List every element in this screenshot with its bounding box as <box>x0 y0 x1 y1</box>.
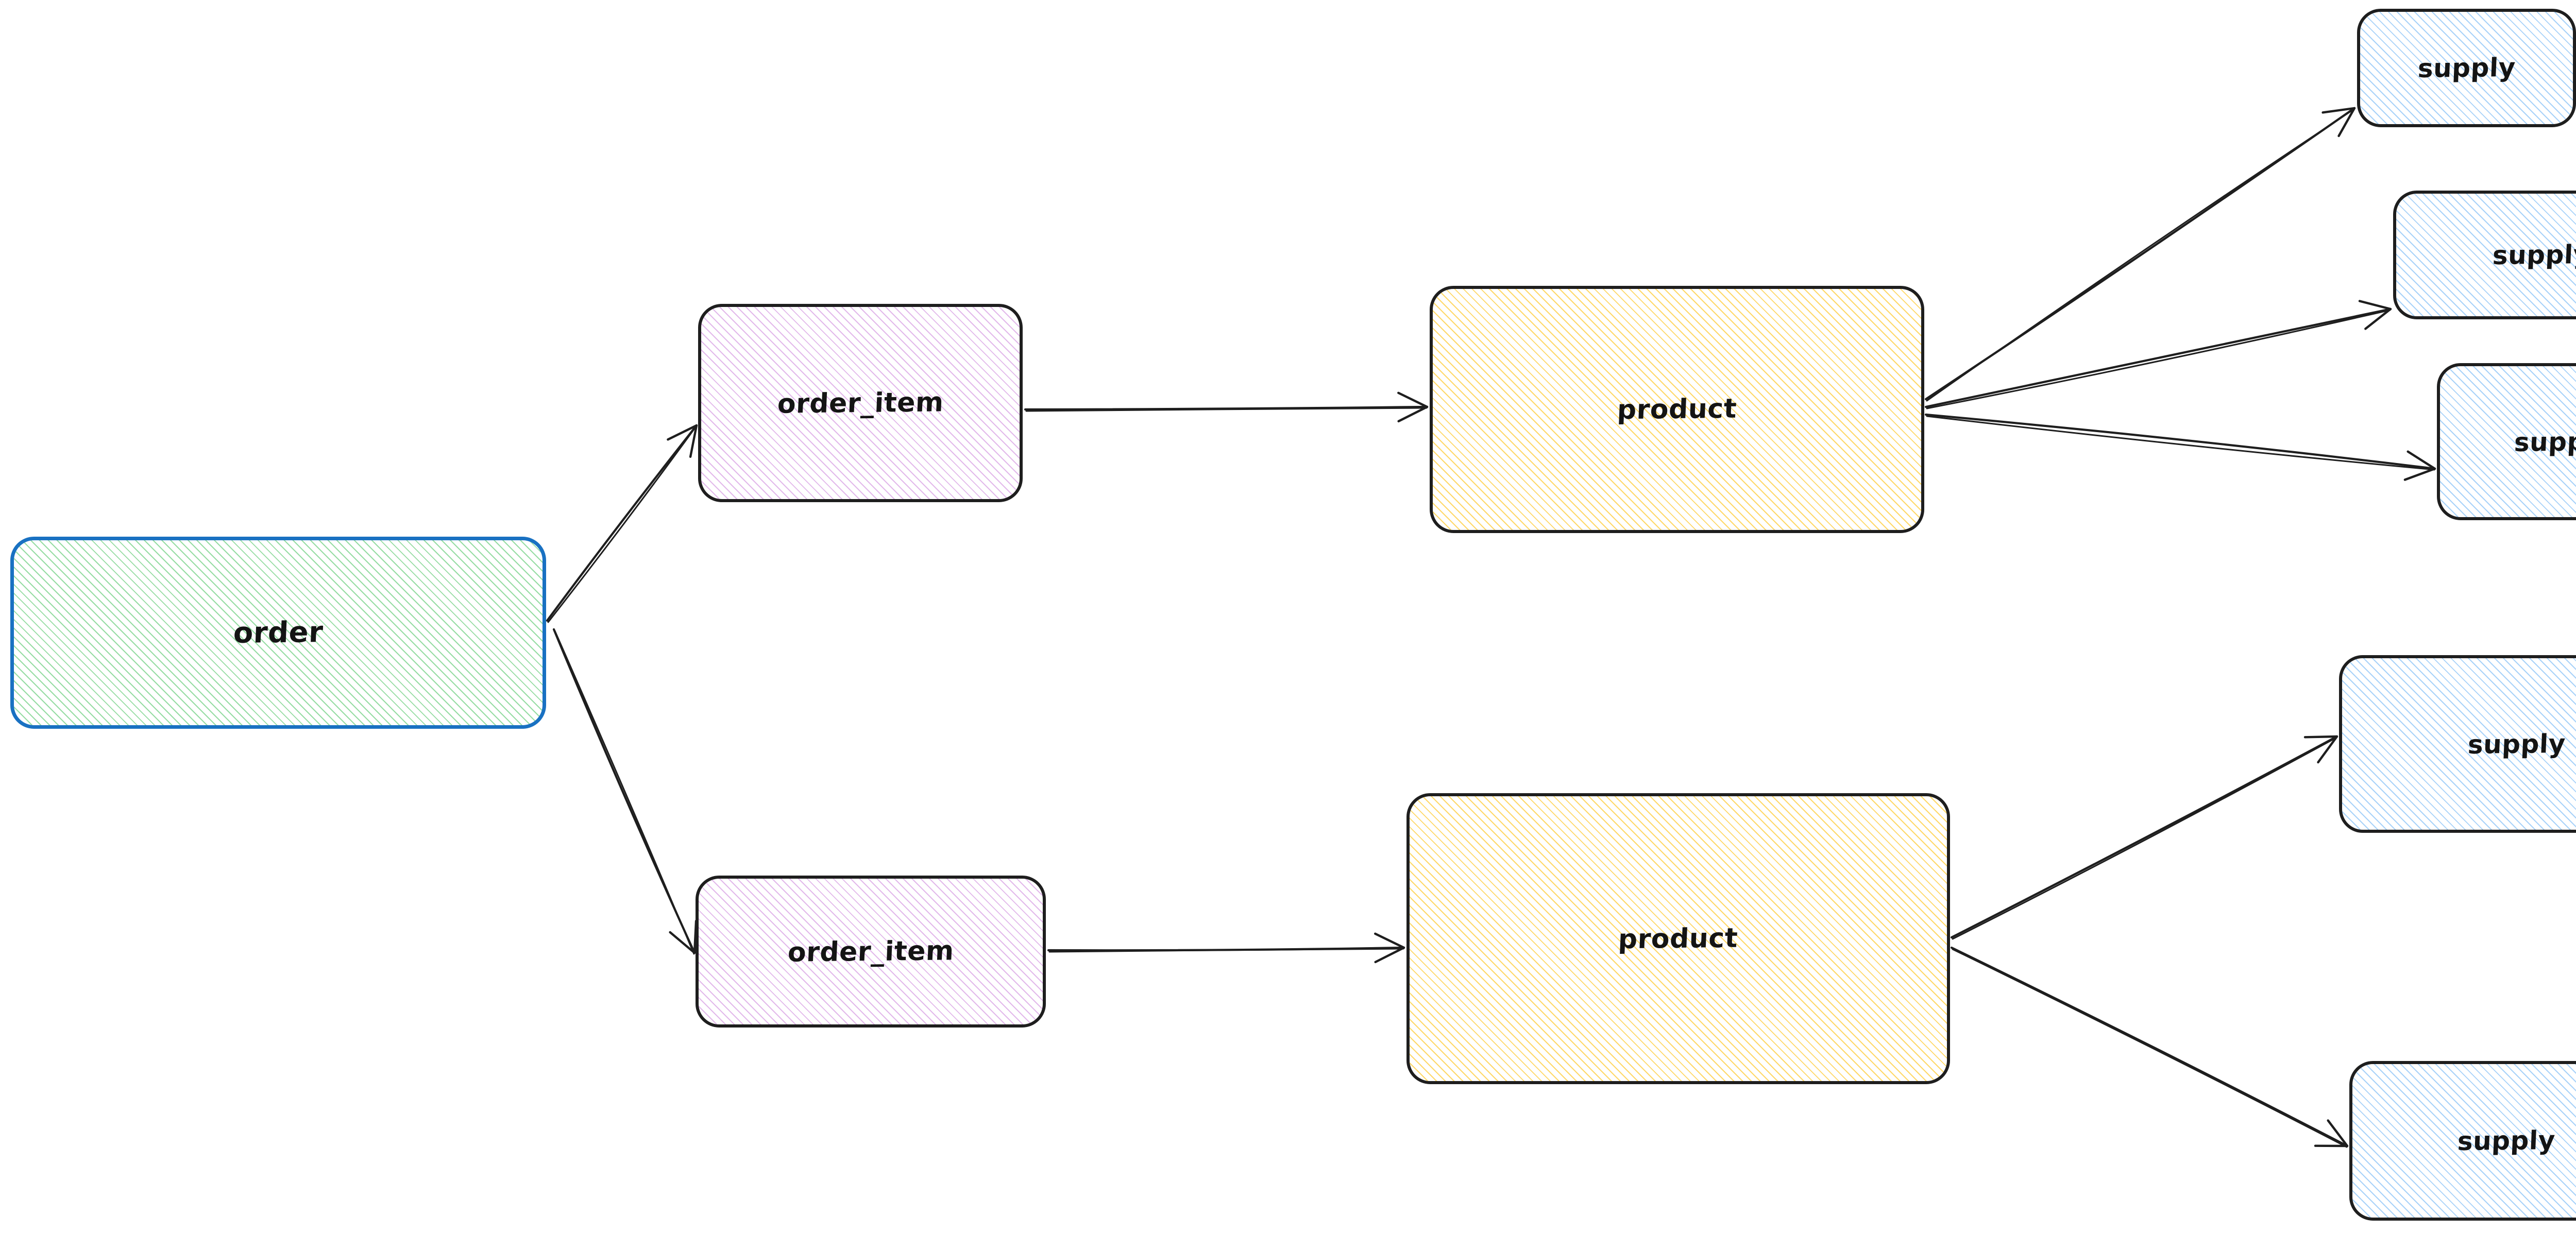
node-label: supply <box>2492 239 2576 270</box>
node-label: order <box>232 615 324 650</box>
node-label: order_item <box>776 386 944 420</box>
node-label: supply <box>2456 1125 2556 1156</box>
node-label: product <box>1616 393 1738 426</box>
node-label: product <box>1618 922 1739 955</box>
node-label: order_item <box>787 935 955 968</box>
node-label: supply <box>2467 728 2567 760</box>
node-label: supply <box>2513 426 2576 457</box>
node-label: supply <box>2417 53 2516 83</box>
